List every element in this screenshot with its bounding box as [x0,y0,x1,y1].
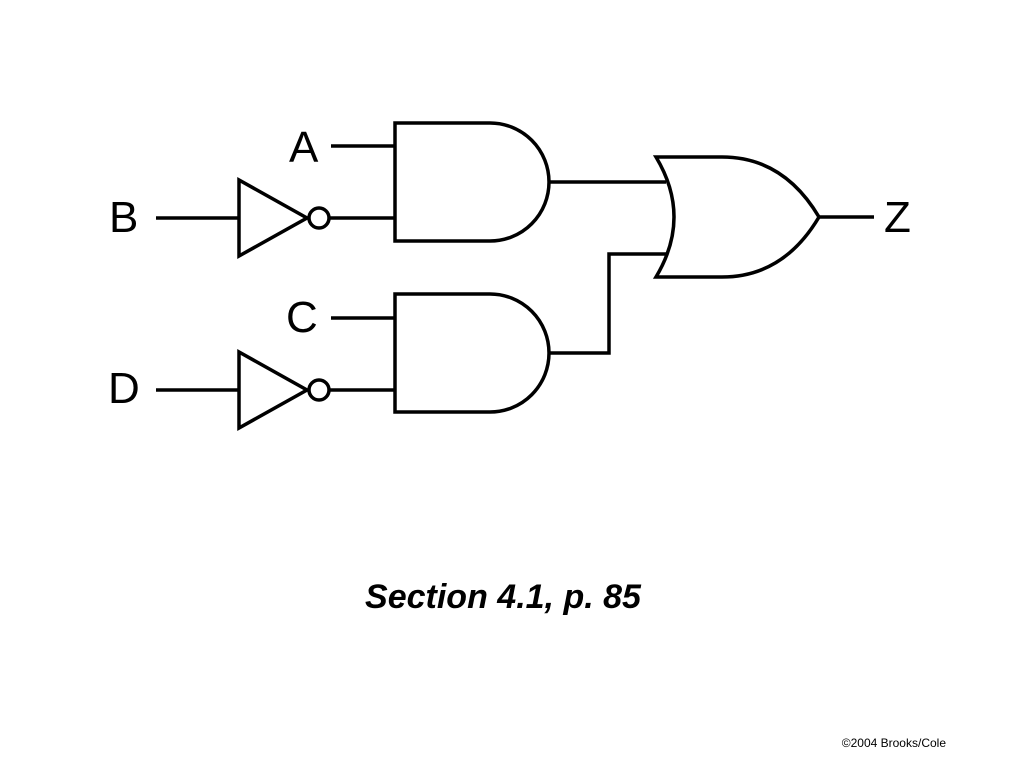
output-label-z: Z [884,193,911,242]
input-label-d: D [108,364,140,413]
not-gate-b [237,177,311,259]
input-label-b: B [109,193,138,242]
and-gate-top [393,121,551,243]
section-caption: Section 4.1, p. 85 [365,578,641,616]
copyright-notice: ©2004 Brooks/Cole [841,736,946,750]
not-gate-d-bubble [307,378,331,402]
or-gate [652,155,822,279]
wire-and2-to-or [549,252,666,355]
not-gate-d [237,349,311,431]
input-label-c: C [286,293,318,342]
and-gate-bottom [393,292,551,414]
not-gate-b-bubble [307,206,331,230]
input-label-a: A [289,123,319,172]
